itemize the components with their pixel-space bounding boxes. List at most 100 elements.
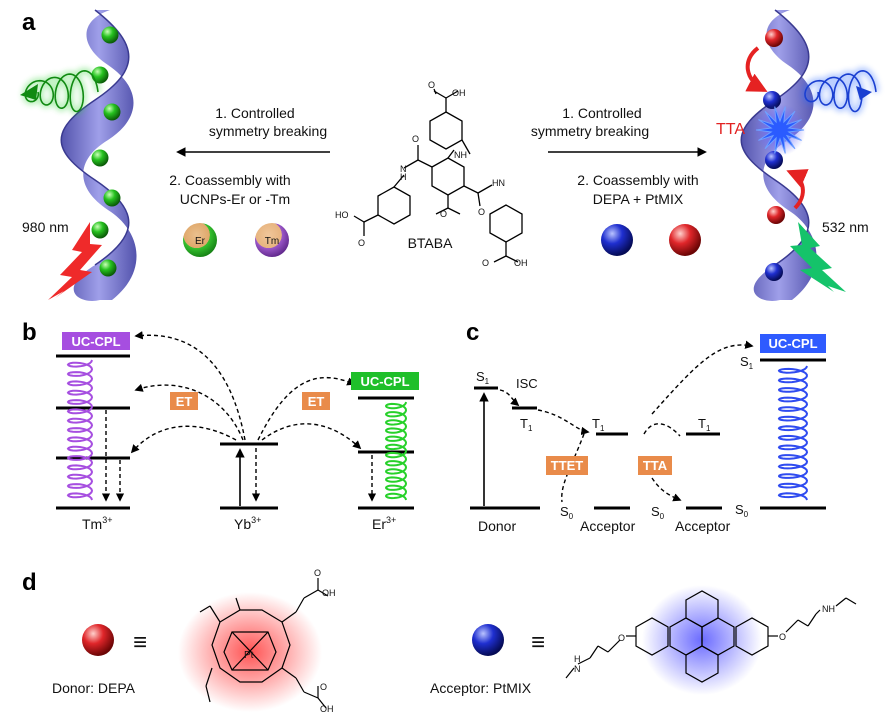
et-right-text: ET (308, 394, 325, 409)
panel-label-b: b (22, 319, 37, 346)
helix-green-ball (99, 259, 117, 277)
btaba-o-left-acid: O (358, 238, 365, 248)
red-curved-arrow-top (745, 46, 768, 92)
donor-label: Donor (478, 518, 516, 534)
left-step2-line1: 2. Coassembly with (169, 172, 290, 188)
tta-label: TTA (716, 121, 745, 138)
ptmix-nh: NH (822, 604, 835, 614)
svg-text:Er: Er (195, 236, 206, 247)
depa-porphyrin (178, 578, 329, 712)
donor-t1-label: T1 (520, 416, 533, 433)
btaba-o-top: O (428, 80, 435, 90)
ptmix-n: N (574, 664, 581, 674)
er-label: Er3+ (372, 515, 396, 532)
panel-label-d: d (22, 569, 37, 596)
acc2-t1-label: T1 (698, 416, 711, 433)
ptmix-structure (565, 585, 857, 695)
tm-label: Tm3+ (82, 515, 112, 532)
acc2-s0-label: S0 (651, 504, 665, 521)
panel-label-c: c (466, 319, 479, 346)
et-curve-to-tm-3 (130, 425, 237, 454)
ptmix-o-left: O (618, 633, 625, 643)
btaba-nh-top: NH (454, 150, 467, 160)
right-step1-line2: symmetry breaking (531, 123, 649, 139)
ptmix-h: H (574, 654, 581, 664)
helix-green-ball (91, 221, 109, 239)
red-curved-arrow-bottom (786, 169, 809, 210)
acceptor-ball (472, 624, 504, 656)
btaba-o-right-acid: O (482, 258, 489, 268)
helix-green-ball (103, 103, 121, 121)
right-step2-line1: 2. Coassembly with (577, 172, 698, 188)
btaba-ho-left: HO (335, 210, 349, 220)
depa-pt: Pt (244, 650, 254, 661)
left-step1-line2: symmetry breaking (209, 123, 327, 139)
panel-label-a: a (22, 9, 36, 36)
depa-o-top: O (314, 568, 321, 578)
btaba-h-left: H (400, 172, 407, 182)
ttet-text: TTET (551, 458, 584, 473)
red-lightning-bolt (48, 222, 102, 300)
depa-oh-top: OH (322, 588, 336, 598)
left-step1-line1: 1. Controlled (215, 105, 294, 121)
et-right-badge (302, 392, 330, 410)
right-step2-line2: DEPA + PtMIX (593, 191, 684, 207)
ucpl-er-badge (351, 372, 419, 390)
btaba-oh-top: OH (452, 88, 466, 98)
helix-red-ball (765, 29, 783, 47)
ucpl-er-text: UC-CPL (360, 374, 409, 389)
right-wavelength: 532 nm (822, 219, 869, 235)
tta-badge (638, 456, 672, 475)
blue-emission-spiral (777, 365, 809, 501)
helix-green-ball (101, 26, 119, 44)
helix-green-ball (103, 189, 121, 207)
final-s0-label: S0 (735, 502, 749, 519)
helix-green-ball (91, 149, 109, 167)
btaba-hn-right: HN (492, 178, 505, 188)
btaba-o-bottom: O (440, 209, 447, 219)
tta-arrow-top (643, 423, 681, 437)
tta-to-s1-arrow (651, 340, 754, 415)
donor-label: Donor: DEPA (52, 680, 136, 696)
acc1-t1-label: T1 (592, 416, 605, 433)
yb-label: Yb3+ (234, 515, 261, 532)
ttet-badge (546, 456, 588, 475)
btaba-structure (353, 88, 523, 263)
right-step1-line1: 1. Controlled (562, 105, 641, 121)
et-curve-to-tm-2 (134, 383, 244, 441)
ptmix-o-right: O (779, 632, 786, 642)
left-green-spiral (20, 67, 101, 115)
isc-label: ISC (516, 376, 538, 391)
ttet-arrow-down (561, 433, 585, 503)
ucpl-c-text: UC-CPL (768, 336, 817, 351)
equiv-left: ≡ (133, 629, 147, 656)
btaba-n-left: N (400, 164, 407, 174)
btaba-label: BTABA (408, 235, 454, 251)
donor-ball (82, 624, 114, 656)
et-curve-to-er-top (257, 377, 356, 441)
left-wavelength: 980 nm (22, 219, 69, 235)
depa-o-bottom: O (320, 682, 327, 692)
svg-text:Tm: Tm (265, 236, 279, 247)
donor-s1-label: S1 (476, 369, 490, 386)
left-step2-line2: UCNPs-Er or -Tm (180, 191, 290, 207)
tta-arrow-down (651, 477, 682, 502)
isc-arrow (499, 389, 520, 407)
ucnp-er-ball: Er (183, 223, 217, 257)
final-s1-label: S1 (740, 354, 754, 371)
equiv-right: ≡ (531, 629, 545, 656)
et-left-text: ET (176, 394, 193, 409)
depa-oh-bottom: OH (320, 704, 334, 714)
right-blue-spiral (801, 67, 880, 115)
acc1-s0-label: S0 (560, 504, 574, 521)
acceptor-ball-blue (601, 224, 633, 256)
acceptor2-label: Acceptor (675, 518, 731, 534)
btaba-oh-right: OH (514, 258, 528, 268)
er-green-spiral (385, 401, 408, 501)
ucpl-c-badge (760, 334, 826, 353)
green-lightning-bolt (790, 222, 846, 292)
tta-starburst (754, 104, 806, 156)
ucnp-tm-ball: Tm (255, 223, 289, 257)
